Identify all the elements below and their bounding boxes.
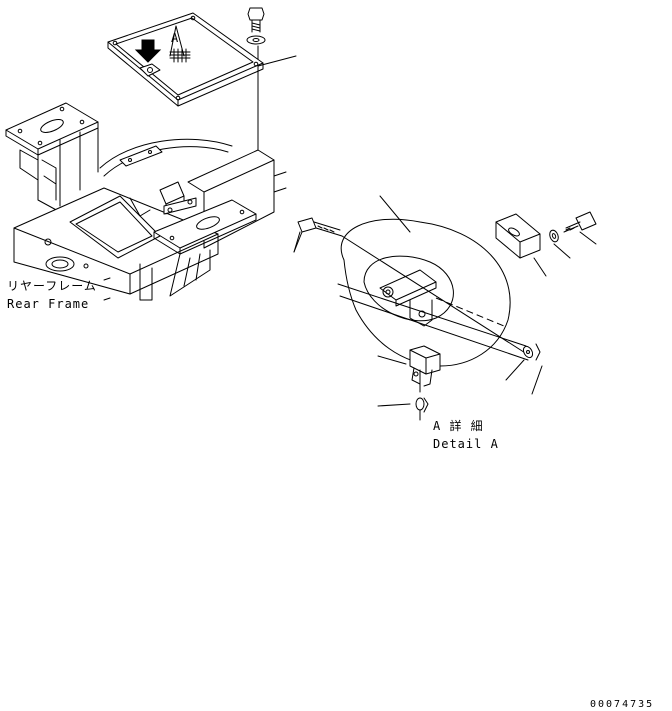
rear-frame-label: リヤーフレーム Rear Frame [7,277,111,311]
detail-a-view [293,211,597,421]
crosshatch-mark [169,48,191,63]
view-arrow-icon [134,39,162,63]
leader-lines [293,195,597,407]
detail-a-label-en: Detail A [433,437,499,451]
rear-frame [13,138,287,301]
rear-frame-label-en: Rear Frame [7,297,89,311]
top-bolt [247,7,265,33]
top-washer [246,35,266,45]
leader-line-cover [257,55,297,67]
detail-a-label-jp: A 詳 細 [433,418,484,433]
detail-a-label: A 詳 細 Detail A [433,418,499,451]
view-marker-label: A [171,31,179,45]
rear-frame-label-jp: リヤーフレーム [7,279,97,293]
document-number: 00074735 [590,699,654,710]
cover-plate: A [107,12,264,107]
left-mount-stand [5,102,99,213]
